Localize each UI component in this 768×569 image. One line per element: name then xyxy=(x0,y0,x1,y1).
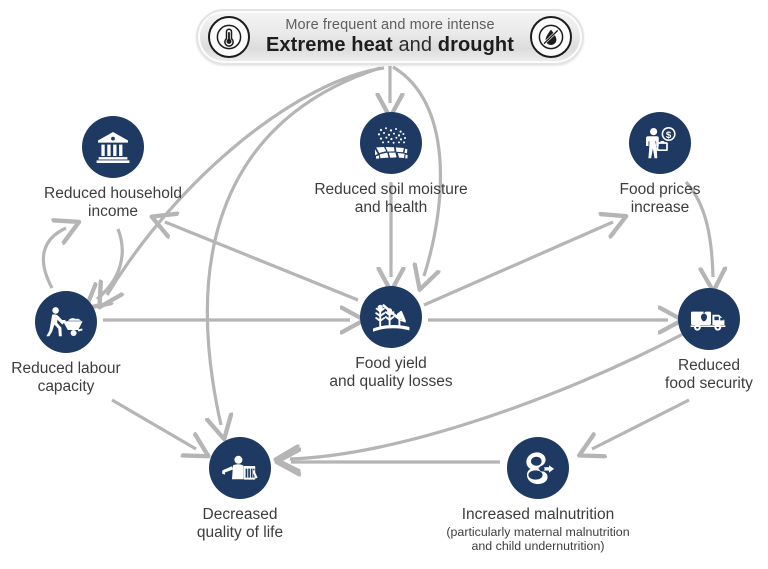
soil-dust-icon xyxy=(360,112,422,174)
node-label-line2: food security xyxy=(665,375,753,393)
node-label: Reduced soil moisture and health xyxy=(276,181,506,217)
bank-building-icon xyxy=(82,116,144,178)
banner-subtitle: More frequent and more intense xyxy=(285,16,495,33)
node-reduced-household-income[interactable]: Reduced household income xyxy=(28,116,198,221)
edge-household-income-to-labour xyxy=(97,228,124,299)
header-banner: More frequent and more intense Extreme h… xyxy=(196,9,584,65)
banner-text-block: More frequent and more intense Extreme h… xyxy=(220,16,560,57)
banner-title-and: and xyxy=(392,33,438,56)
no-water-drop-icon xyxy=(530,16,572,58)
node-sublabel: (particularly maternal malnutrition and … xyxy=(423,525,653,553)
edge-food-prices-to-food-security xyxy=(684,180,713,277)
wheelbarrow-worker-icon xyxy=(35,291,97,353)
node-label: Reduced food security xyxy=(624,357,768,393)
node-label-line1: Food yield xyxy=(355,355,427,372)
node-label: Food yield and quality losses xyxy=(306,355,476,391)
node-label: Food prices increase xyxy=(575,181,745,217)
food-delivery-truck-icon xyxy=(678,288,740,350)
edge-labour-to-quality-of-life xyxy=(111,398,196,449)
node-food-yield-and-quality-losses[interactable]: Food yield and quality losses xyxy=(306,286,476,391)
banner-title-drought: drought xyxy=(437,33,515,56)
shopper-with-dollar-icon: $ xyxy=(629,112,691,174)
node-decreased-quality-of-life[interactable]: Decreased quality of life xyxy=(155,437,325,542)
edge-banner-to-quality-of-life xyxy=(207,66,381,425)
node-label: Decreased quality of life xyxy=(155,506,325,542)
edge-food-yield-to-household-income xyxy=(165,222,359,302)
svg-text:$: $ xyxy=(666,130,672,141)
edge-food-yield-to-food-prices xyxy=(423,222,613,307)
node-reduced-food-security[interactable]: Reduced food security xyxy=(624,288,768,393)
node-label-line1: Reduced labour xyxy=(11,360,121,377)
node-food-prices-increase[interactable]: $ Food prices increase xyxy=(575,112,745,217)
node-increased-malnutrition[interactable]: Increased malnutrition (particularly mat… xyxy=(423,437,653,553)
node-sublabel-line2: and child undernutrition) xyxy=(471,539,605,554)
thermometer-icon xyxy=(208,16,250,58)
node-label: Reduced labour capacity xyxy=(0,360,151,396)
node-sublabel-line1: (particularly maternal malnutrition xyxy=(446,525,630,540)
node-label-line2: and health xyxy=(354,199,428,217)
edge-food-security-to-malnutrition xyxy=(592,398,690,449)
node-reduced-labour-capacity[interactable]: Reduced labour capacity xyxy=(0,291,151,396)
node-label-line2: income xyxy=(88,203,138,221)
node-label-line2: quality of life xyxy=(196,524,284,542)
node-label-line2: capacity xyxy=(37,378,95,396)
edge-food-security-to-quality-of-life xyxy=(290,332,684,459)
node-label-line1: Decreased xyxy=(202,506,278,523)
banner-title: Extreme heat and drought xyxy=(265,33,515,57)
edge-banner-to-food-yield xyxy=(392,65,443,276)
node-label-line1: Reduced soil moisture xyxy=(314,181,468,198)
node-label-line2: and quality losses xyxy=(329,373,453,391)
node-label: Reduced household income xyxy=(28,185,198,221)
node-label: Increased malnutrition (particularly mat… xyxy=(423,506,653,553)
node-label-line1: Reduced xyxy=(677,357,741,374)
edge-banner-to-labour xyxy=(107,66,385,295)
node-reduced-soil-moisture-and-health[interactable]: Reduced soil moisture and health xyxy=(276,112,506,217)
node-label-line2: increase xyxy=(630,199,690,217)
banner-title-heat: Extreme heat xyxy=(265,33,393,56)
node-label-line1: Increased malnutrition xyxy=(461,506,615,523)
node-label-line1: Reduced household xyxy=(44,185,182,202)
declining-crop-yield-icon xyxy=(360,286,422,348)
node-label-line1: Food prices xyxy=(619,181,701,198)
mother-feeding-child-icon xyxy=(507,437,569,499)
edge-labour-to-household-income xyxy=(41,228,66,289)
person-in-distress-icon xyxy=(209,437,271,499)
